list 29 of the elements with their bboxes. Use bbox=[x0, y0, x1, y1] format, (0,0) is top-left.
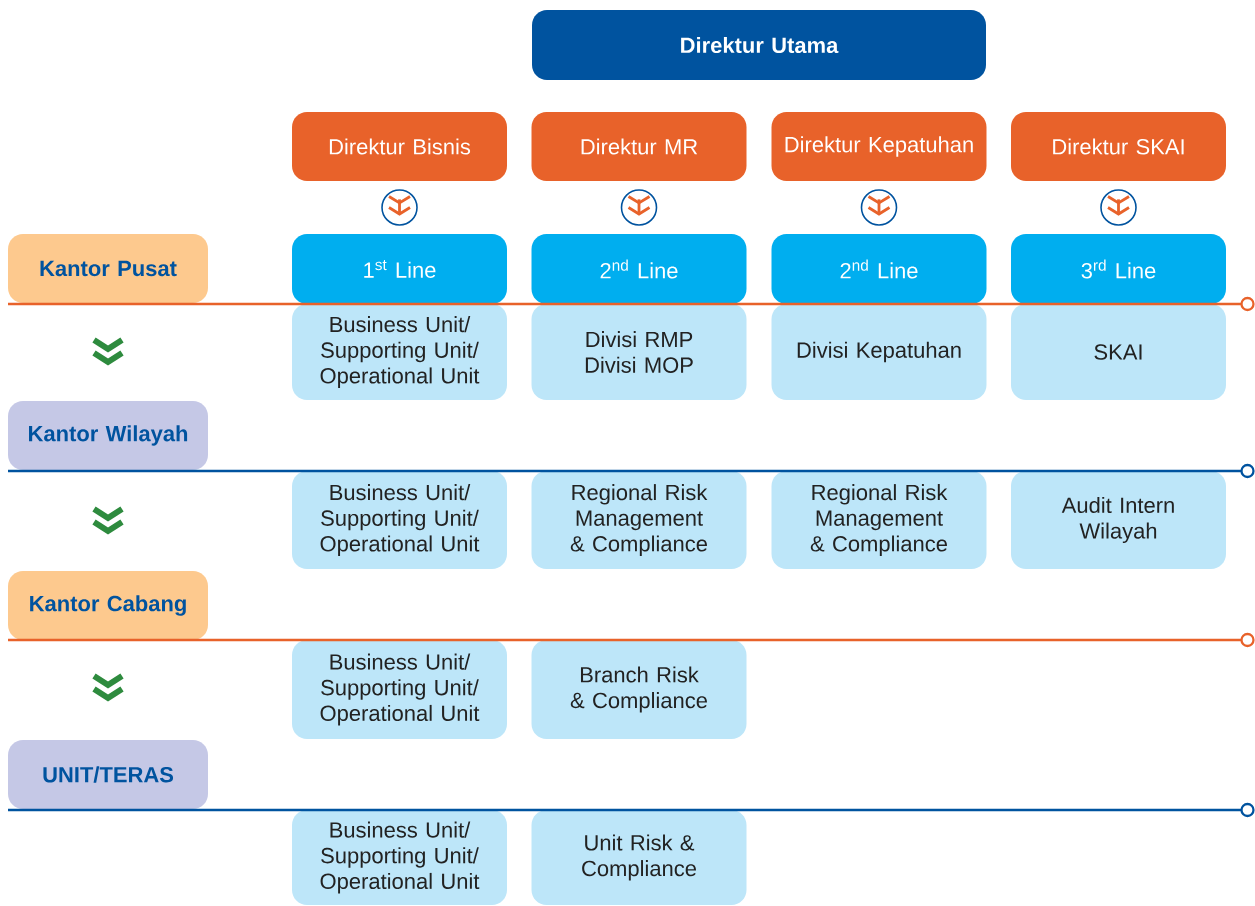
unit-box: Audit Intern Wilayah bbox=[1011, 471, 1226, 569]
director-box: Direktur SKAI bbox=[1011, 112, 1226, 181]
unit-box: Unit Risk & Compliance bbox=[531, 810, 747, 905]
unit-box: Branch Risk & Compliance bbox=[531, 640, 747, 739]
line-header-box: 2$^{nd}$ Line bbox=[531, 234, 747, 304]
chevron-circle-arrow bbox=[381, 189, 418, 226]
office-level-box: Kantor Wilayah bbox=[8, 401, 208, 470]
unit-box: Business Unit/ Supporting Unit/ Operational Unit bbox=[292, 640, 507, 739]
line-header-box: 2$^{nd}$ Line bbox=[771, 234, 987, 304]
unit-box: Regional Risk Management & Compliance bbox=[771, 471, 987, 569]
director-box: Direktur Utama bbox=[532, 10, 986, 80]
chevron-circle-arrow bbox=[1100, 189, 1137, 226]
director-box: Direktur Kepatuhan bbox=[771, 112, 987, 181]
office-level-box: Kantor Cabang bbox=[8, 571, 208, 640]
unit-box: Business Unit/ Supporting Unit/ Operational Unit bbox=[292, 810, 507, 905]
director-box: Direktur MR bbox=[531, 112, 747, 181]
office-level-box: UNIT/TERAS bbox=[8, 740, 208, 809]
office-level-box: Kantor Pusat bbox=[8, 234, 208, 303]
unit-box: Business Unit/ Supporting Unit/ Operational Unit bbox=[292, 471, 507, 569]
line-header-box: 1$^{st}$ Line bbox=[292, 234, 507, 304]
chevron-circle-arrow bbox=[620, 189, 658, 226]
line-header-box: 3$^{rd}$ Line bbox=[1011, 234, 1226, 304]
director-box: Direktur Bisnis bbox=[292, 112, 507, 181]
unit-box: Divisi Kepatuhan bbox=[771, 304, 987, 400]
chevron-circle-arrow bbox=[860, 189, 898, 226]
unit-box: Regional Risk Management & Compliance bbox=[531, 471, 747, 569]
unit-box: SKAI bbox=[1011, 304, 1226, 400]
unit-box: Divisi RMP Divisi MOP bbox=[531, 304, 747, 400]
unit-box: Business Unit/ Supporting Unit/ Operational Unit bbox=[292, 304, 507, 400]
